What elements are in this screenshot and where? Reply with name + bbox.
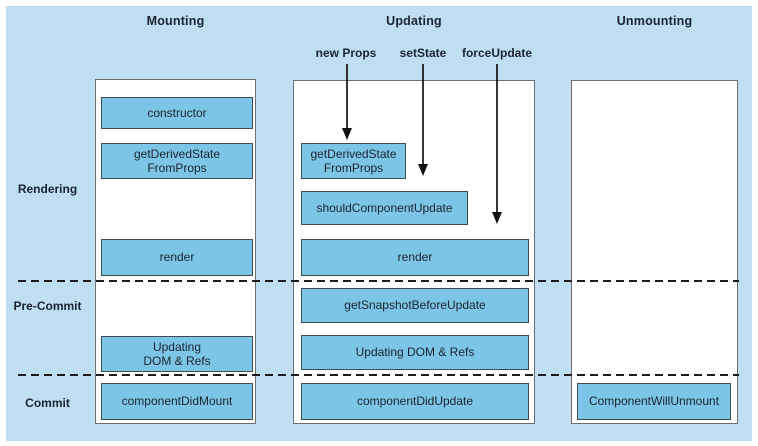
box-updating-dom-refs-updating: Updating DOM & Refs bbox=[301, 335, 529, 370]
column-header-updating: Updating bbox=[386, 14, 442, 28]
column-header-mounting: Mounting bbox=[146, 14, 205, 28]
trigger-label-new-props: new Props bbox=[315, 46, 377, 60]
phase-divider-commit bbox=[18, 374, 739, 376]
trigger-label-force-update: forceUpdate bbox=[461, 46, 532, 60]
trigger-label-set-state: setState bbox=[399, 46, 447, 60]
row-label-commit: Commit bbox=[25, 396, 70, 410]
box-constructor: constructor bbox=[101, 97, 253, 129]
box-get-derived-state-updating: getDerivedState FromProps bbox=[301, 143, 406, 179]
box-updating-dom-refs-mounting: Updating DOM & Refs bbox=[101, 336, 253, 372]
column-box-unmounting bbox=[571, 80, 738, 424]
box-render-updating: render bbox=[301, 239, 529, 276]
box-get-derived-state-mounting: getDerivedState FromProps bbox=[101, 143, 253, 179]
box-should-component-update: shouldComponentUpdate bbox=[301, 191, 468, 225]
box-render-mounting: render bbox=[101, 239, 253, 276]
phase-divider-pre-commit bbox=[18, 280, 739, 282]
box-get-snapshot-before-update: getSnapshotBeforeUpdate bbox=[301, 288, 529, 323]
column-header-unmounting: Unmounting bbox=[616, 14, 693, 28]
box-component-did-update: componentDidUpdate bbox=[301, 383, 529, 420]
box-component-did-mount: componentDidMount bbox=[101, 383, 253, 420]
row-label-rendering: Rendering bbox=[17, 182, 78, 196]
box-component-will-unmount: ComponentWillUnmount bbox=[577, 383, 731, 420]
row-label-pre-commit: Pre-Commit bbox=[13, 299, 82, 313]
